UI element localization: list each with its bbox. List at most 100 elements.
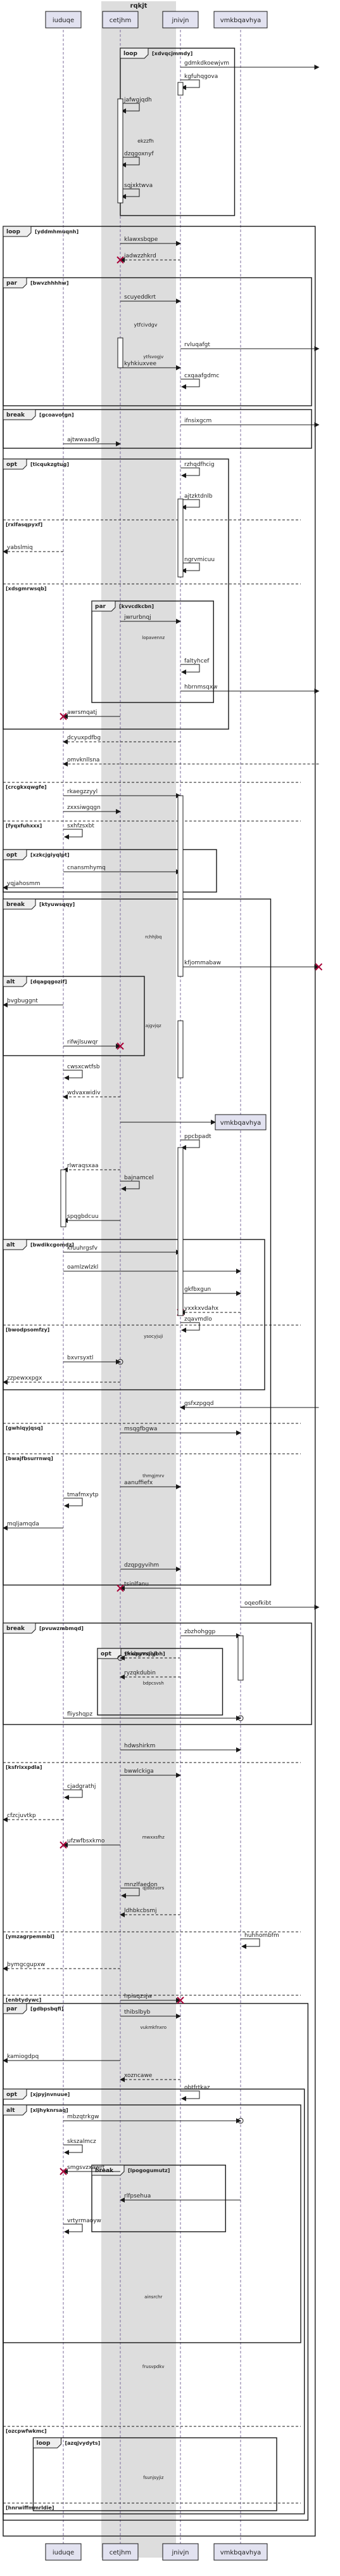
activation-bar [177, 498, 184, 578]
else-guard: [bwodpsomfzy] [6, 1327, 49, 1333]
message-label: skszalmcz [67, 2139, 96, 2145]
self-message-arrow [180, 499, 200, 510]
message-label: yabslmiq [7, 545, 33, 551]
fragment-tab-alt [3, 2104, 27, 2116]
section-note: frusvpdkv [142, 2364, 165, 2369]
message-label: oqeofkibt [244, 1600, 272, 1607]
message-label: yqjahosmm [7, 881, 41, 887]
section-note: rchhjbq [145, 935, 161, 940]
activation-bar [117, 337, 123, 368]
fragment-guard: [hwpyvsjojbh] [125, 1651, 165, 1657]
activation-bar [177, 82, 184, 96]
message-label: jafwgjqdh [123, 97, 152, 103]
section-note: ytfsvogjv [143, 354, 163, 359]
message-label: rkaegzzyyl [67, 789, 98, 795]
message-label: sxhfzsxbt [67, 823, 94, 829]
activation-bar [177, 795, 184, 977]
fragment-guard: [xzkcjgiyqlpt] [30, 852, 70, 858]
self-message-arrow [180, 467, 200, 478]
fragment-tab-par [91, 600, 116, 612]
fragment-keyword: alt [6, 2107, 15, 2114]
message-label: yxxkxvdahx [184, 1305, 219, 1312]
fragment-guard: [gcoavotgn] [39, 412, 74, 418]
else-guard: [ksfrixxpdla] [6, 1764, 42, 1770]
fragment-box-alt [3, 1239, 265, 1390]
self-message-arrow [120, 157, 140, 167]
message-label: fliyshqpz [67, 1711, 92, 1718]
participant-label-vmkbqavhya: vmkbqavhya [220, 17, 261, 24]
fragment-guard: [xdvqcjmmdy] [152, 51, 192, 56]
fragment-tab-alt [3, 1239, 27, 1250]
self-message-arrow [63, 829, 83, 839]
fragment-guard: [xljhyknrsaq] [30, 2107, 68, 2113]
title-band [101, 1, 176, 10]
section-note: ajgvjqz [146, 1023, 161, 1028]
message-label: cfzcjuvtkp [7, 1813, 36, 1819]
lost-message-circle [237, 2118, 244, 2124]
participant-label-jnivjn: jnivjn [172, 2549, 189, 2556]
self-message-arrow [120, 188, 140, 199]
fragment-guard: [azqjvydyts] [65, 2440, 101, 2446]
message-label: kamiogdpq [7, 2054, 39, 2060]
message-label: gkfbxgun [184, 1286, 211, 1293]
message-label: thibslbyb [124, 2009, 151, 2016]
participant-label-iuduqe: iuduqe [53, 17, 74, 24]
created-participant-box [215, 1114, 267, 1130]
fragment-tab-loop [120, 48, 149, 59]
else-guard: [enbtydywc] [6, 1997, 41, 2003]
section-note: qjdbzuors [142, 1886, 165, 1891]
message-label: dzqgoxnyf [124, 151, 154, 157]
message-label: rlwraqsxaa [67, 1163, 99, 1169]
message-label: wdvaxwidiv [67, 1090, 101, 1096]
message-label: kyhkiuxvee [124, 361, 157, 367]
fragment-guard: [yddmhmuqnh] [35, 229, 79, 235]
message-label: jwrurbnqj [123, 614, 151, 621]
fragment-box-break [3, 1622, 312, 1725]
fragment-box-alt [3, 976, 145, 1056]
message-label: rifwjlsuwqr [67, 1039, 98, 1045]
activation-bar [177, 1020, 184, 1078]
fragment-keyword: opt [101, 1651, 112, 1657]
fragment-tab-break [3, 409, 36, 420]
fragment-tab-par [3, 277, 27, 288]
participant-label-cetjhm: cetjhm [110, 2549, 131, 2556]
fragment-tab-loop [3, 226, 32, 237]
else-guard: [rxlfasqpyxf] [6, 522, 42, 527]
fragment-box-break [91, 2165, 226, 2232]
destroy-x-icon [60, 1841, 67, 1849]
fragment-tab-opt [3, 458, 27, 470]
else-guard: [ymzagrpemmbl] [6, 1934, 54, 1939]
message-label: gsfxzpgqd [184, 1401, 213, 1407]
fragment-keyword: alt [6, 1242, 15, 1248]
participant-label-jnivjn: jnivjn [172, 17, 189, 24]
message-label: ifnsixgcm [184, 418, 211, 424]
fragment-guard: [bwvzhhhhw] [30, 280, 68, 286]
fragment-keyword: loop [123, 51, 137, 57]
message-label: ajtwwaadlg [67, 437, 99, 443]
activation-bar [237, 1635, 244, 1681]
message-label: ufzwfbsxkmo [67, 1838, 105, 1844]
fragment-keyword: break [6, 1626, 25, 1632]
self-message-arrow [63, 2144, 83, 2155]
message-label: bvgbuggnt [7, 998, 38, 1004]
self-message-arrow [120, 1181, 140, 1191]
message-label: zqavmdlo [184, 1316, 212, 1323]
fragment-guard: [kvvcdkcbn] [119, 604, 154, 609]
participant-box-jnivjn [162, 2543, 199, 2561]
message-label: hbrnmsqxw [184, 684, 218, 690]
inline-note: ytfcivdgv [134, 322, 158, 328]
message-label: spqgbdcuu [67, 1214, 99, 1220]
fragment-keyword: par [6, 280, 18, 287]
destroy-x-icon [315, 963, 323, 971]
fragment-keyword: break [95, 2168, 114, 2174]
self-message-arrow [63, 1070, 83, 1080]
message-label: bymgcgupxw [7, 1962, 45, 1968]
section-note: thmgjmrv [142, 1473, 164, 1479]
else-guard: [crcgkxqwgfe] [6, 784, 47, 790]
fragment-box-opt [3, 458, 229, 730]
fragment-keyword: loop [6, 229, 20, 235]
message-label: gdmkdkoewjvm [184, 60, 229, 67]
message-label: ajtzktdnlb [184, 493, 213, 500]
fragment-guard: [pvuwzmbmqd] [39, 1626, 84, 1631]
message-label: tmafmxytp [67, 1492, 99, 1498]
